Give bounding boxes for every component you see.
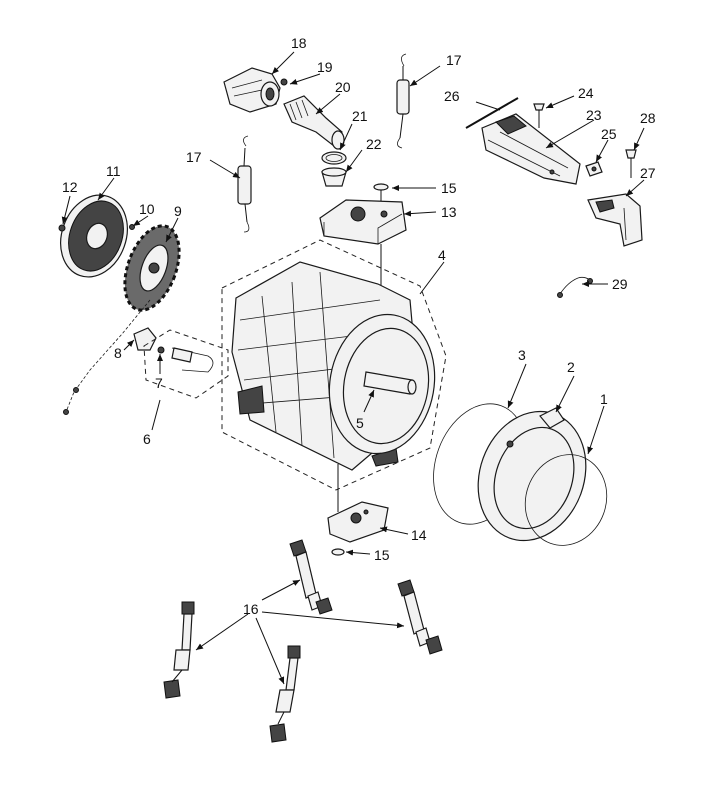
label-10: 10 [139,201,155,217]
part-16-shock-absorber-3 [163,601,195,699]
label-26: 26 [444,88,460,104]
part-21-hose-clamp [321,151,347,165]
part-1-seal-ring [524,454,608,546]
part-28-bolt [625,149,637,178]
label-24: 24 [578,85,594,101]
label-19: 19 [317,59,333,75]
part-16-shock-absorber-4 [269,645,301,743]
label-21: 21 [352,108,368,124]
label-27: 27 [640,165,656,181]
label-4: 4 [438,247,446,263]
part-13-top-bracket [319,199,407,245]
label-13: 13 [441,204,457,220]
part-4-tub-rear [231,261,436,471]
label-8: 8 [114,345,122,361]
label-22: 22 [366,136,382,152]
label-29: 29 [612,276,628,292]
part-7-heater-sensor [157,346,214,373]
label-5: 5 [356,415,364,431]
part-29-wire-clip [557,276,593,298]
label-15-bottom: 15 [374,547,390,563]
label-1: 1 [600,391,608,407]
leader-lines [61,51,645,685]
label-18: 18 [291,35,307,51]
label-20: 20 [335,79,351,95]
part-14-bottom-bracket [327,501,389,543]
label-7: 7 [155,375,163,391]
label-2: 2 [567,359,575,375]
label-15-top: 15 [441,180,457,196]
label-14: 14 [411,527,427,543]
label-12: 12 [62,179,78,195]
label-28: 28 [640,110,656,126]
label-17-right: 17 [446,52,462,68]
part-11-pulley [60,194,128,278]
label-11: 11 [106,163,121,179]
part-24-screw [533,103,545,128]
part-26-rod [465,97,519,129]
group-4-outline [221,239,447,491]
label-9: 9 [174,203,182,219]
part-17-spring-right [396,53,410,149]
part-12-screw [58,224,66,232]
label-3: 3 [518,347,526,363]
label-23: 23 [586,107,602,123]
part-cable [63,299,151,415]
part-labels: 18 19 20 21 22 17 17 26 24 23 25 28 27 2… [62,35,656,617]
part-2-front-ring [477,407,587,542]
part-15-washer-bottom [331,548,345,556]
label-25: 25 [601,126,617,142]
part-23-control-bracket [481,113,581,185]
part-17-spring-left [237,135,252,233]
part-16-shock-absorber-2 [397,579,443,655]
part-22-cup-fitting [321,167,347,187]
part-8-clip [133,327,157,351]
group-6-outline [143,329,229,399]
label-6: 6 [143,431,151,447]
part-9-rotor [123,224,181,312]
part-18-hose-connector [223,67,281,113]
part-5-shaft [363,371,417,395]
part-20-bellows-hose [283,95,345,150]
part-27-duct-elbow [587,193,643,247]
part-19-screw [280,78,288,86]
part-25-sensor [585,161,603,177]
label-16: 16 [243,601,259,617]
part-16-shock-absorber-1 [289,539,333,615]
label-17-left: 17 [186,149,202,165]
